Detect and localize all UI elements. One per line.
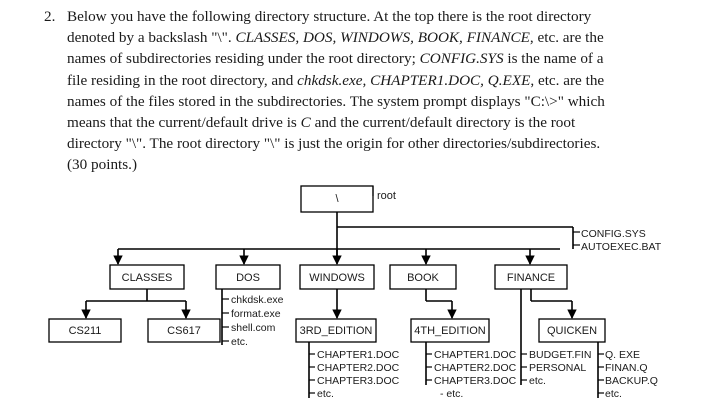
dir-label: 3RD_EDITION [300, 325, 373, 337]
dir-label: QUICKEN [547, 325, 597, 337]
question-text: , etc. are the [529, 29, 604, 47]
file-chapter1: CHAPTER1.DOC [317, 349, 400, 361]
question-line-2: denoted by a backslash "\". CLASSES, DOS… [67, 27, 604, 48]
file-backup-q: BACKUP.Q [605, 375, 658, 387]
root-label: root [377, 190, 396, 202]
question-text: names of subdirectories residing under t… [67, 50, 420, 68]
question-text: means that the current/default drive is [67, 114, 301, 131]
finance-connectors [520, 289, 577, 385]
file-chapter2: CHAPTER2.DOC [434, 362, 517, 374]
file-finan-q: FINAN.Q [605, 362, 648, 374]
question-text: , etc. are the [530, 71, 605, 89]
question-text: Below you have the following directory s… [67, 8, 592, 25]
file-budget-fin: BUDGET.FIN [529, 349, 591, 361]
file-chapter2: CHAPTER2.DOC [317, 362, 400, 374]
question-line-3: names of subdirectories residing under t… [67, 48, 604, 69]
question-line-8: (30 points.) [67, 154, 137, 175]
question-text: and the current/default directory is the… [310, 114, 576, 131]
file-personal: PERSONAL [529, 362, 586, 374]
file-format-exe: format.exe [231, 308, 281, 320]
dir-finance: FINANCE [494, 264, 568, 290]
dos-files: chkdsk.exe format.exe shell.com etc. [221, 289, 284, 348]
classes-connectors [81, 289, 191, 319]
dir-book: BOOK [389, 264, 457, 290]
root-node: \ root [300, 185, 396, 213]
dir-4th-edition: 4TH_EDITION [410, 318, 490, 343]
file-shell-com: shell.com [231, 322, 276, 334]
question-emphasis: C [300, 114, 311, 131]
file-chapter3: CHAPTER3.DOC [434, 375, 517, 387]
file-chkdsk-exe: chkdsk.exe [231, 294, 284, 306]
question-text: (30 points.) [67, 156, 138, 174]
question-emphasis: CONFIG.SYS [419, 50, 504, 68]
question-line-7: directory "\". The root directory "\" is… [67, 133, 600, 154]
question-line-4: file residing in the root directory, and… [67, 70, 604, 91]
dir-label: FINANCE [507, 272, 555, 284]
third-edition-files: CHAPTER1.DOC CHAPTER2.DOC CHAPTER3.DOC e… [308, 342, 400, 400]
finance-files: BUDGET.FIN PERSONAL etc. [529, 349, 591, 387]
dir-label: WINDOWS [309, 272, 365, 284]
book-connectors [425, 289, 457, 319]
dir-label: CLASSES [122, 272, 173, 284]
dir-cs617: CS617 [147, 318, 221, 343]
root-connectors [113, 212, 574, 265]
file-etc: etc. [605, 388, 622, 400]
dir-windows: WINDOWS [299, 264, 375, 290]
dir-label: 4TH_EDITION [414, 325, 486, 337]
quicken-files: Q. EXE FINAN.Q BACKUP.Q etc. [597, 342, 658, 400]
question-text: file residing in the root directory, and [67, 71, 298, 89]
dir-label: CS211 [69, 325, 102, 337]
fourth-edition-files: CHAPTER1.DOC CHAPTER2.DOC CHAPTER3.DOC -… [425, 342, 517, 400]
question-line-6: means that the current/default drive is … [67, 112, 575, 133]
question-line-1: Below you have the following directory s… [67, 6, 591, 27]
dir-dos: DOS [215, 264, 281, 290]
file-q-exe: Q. EXE [605, 349, 640, 361]
file-chapter3: CHAPTER3.DOC [317, 375, 400, 387]
dir-label: DOS [236, 272, 260, 284]
dir-label: BOOK [407, 272, 439, 284]
file-config-sys: CONFIG.SYS [581, 228, 646, 240]
file-autoexec-bat: AUTOEXEC.BAT [581, 241, 662, 253]
file-etc: etc. [231, 336, 248, 348]
question-text: denoted by a backslash "\". [67, 29, 236, 47]
question-emphasis: CLASSES, DOS, WINDOWS, BOOK, FINANCE [235, 29, 530, 47]
question-number: 2. [44, 8, 56, 25]
file-etc: - etc. [440, 388, 463, 400]
file-etc: etc. [529, 375, 546, 387]
dir-label: CS617 [167, 325, 201, 337]
dir-3rd-edition: 3RD_EDITION [295, 318, 377, 343]
question-text: is the name of a [503, 50, 604, 68]
question-emphasis: chkdsk.exe, CHAPTER1.DOC, Q.EXE [297, 71, 531, 89]
file-etc: etc. [317, 388, 334, 400]
question-text: names of the files stored in the subdire… [67, 92, 605, 110]
question-line-5: names of the files stored in the subdire… [67, 91, 605, 112]
question-text: directory "\". The root directory "\" is… [67, 135, 601, 153]
file-chapter1: CHAPTER1.DOC [434, 349, 517, 361]
dir-cs211: CS211 [48, 318, 122, 343]
root-files: CONFIG.SYS AUTOEXEC.BAT [573, 228, 662, 253]
dir-classes: CLASSES [109, 264, 185, 290]
root-box-label: \ [335, 193, 339, 205]
dir-quicken: QUICKEN [538, 318, 606, 343]
cropped-next-line [0, 412, 725, 419]
